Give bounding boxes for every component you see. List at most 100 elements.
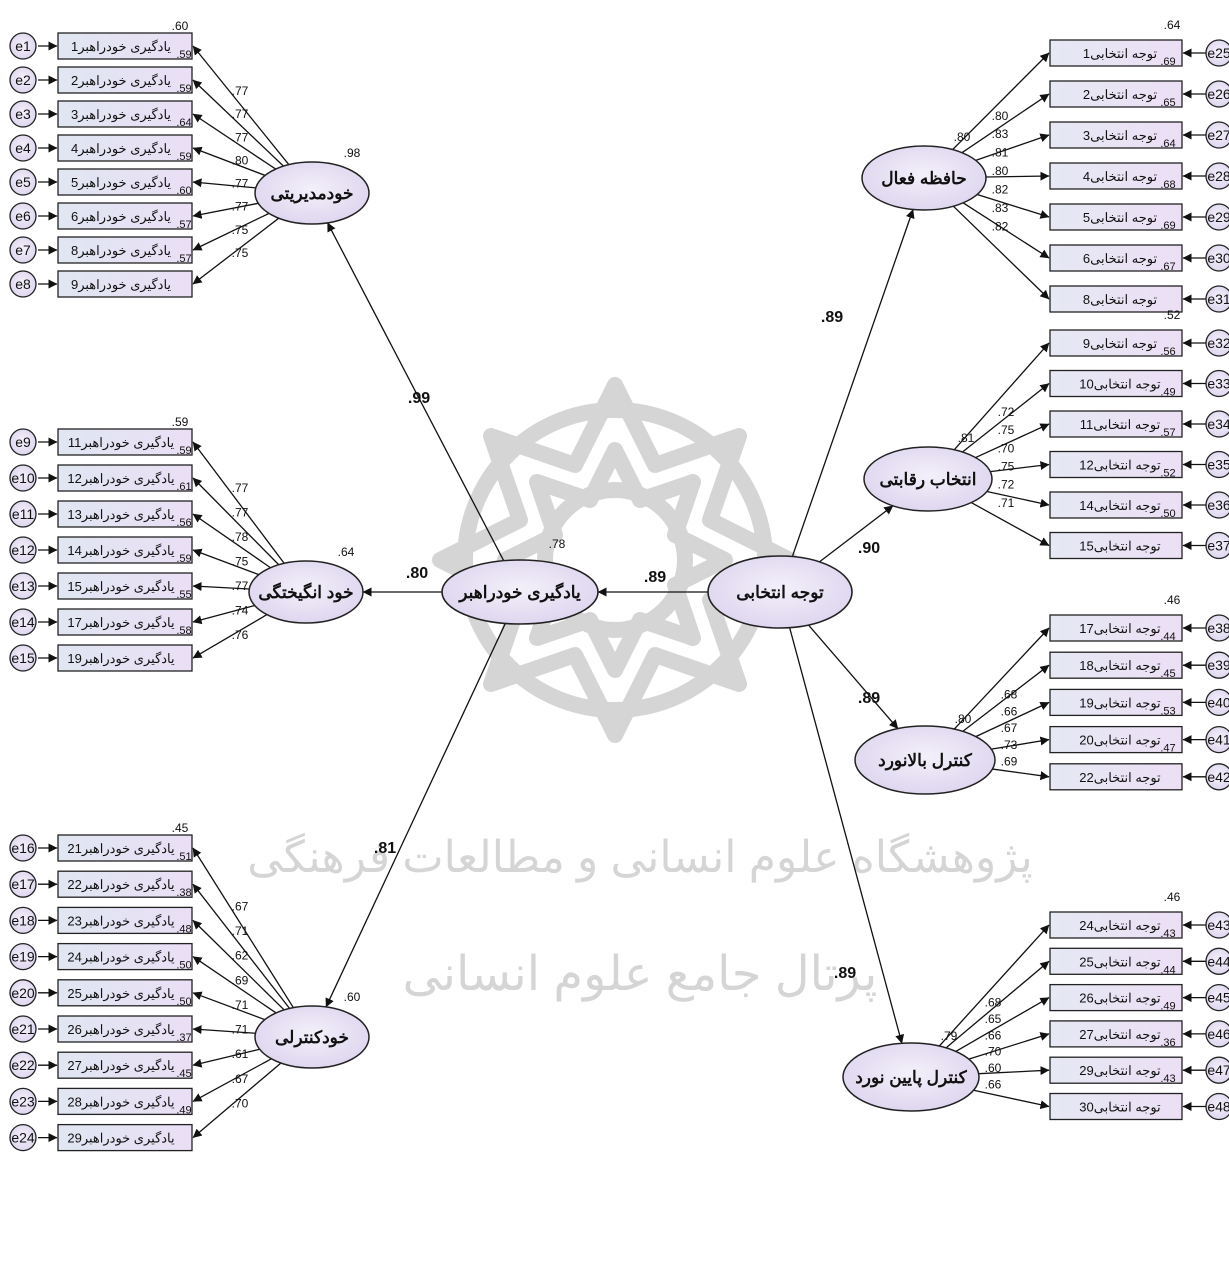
center-label: یادگیری خودراهبر xyxy=(457,582,581,603)
error-label: e27 xyxy=(1207,127,1229,143)
factor-r2: .60 xyxy=(344,990,361,1004)
indicator-box xyxy=(1049,369,1183,398)
indicator-label: توجه انتخابی19 xyxy=(1079,695,1161,711)
loading-label: .71 xyxy=(232,1023,249,1037)
indicator-r2: .52 xyxy=(1164,308,1181,322)
center-r2: .78 xyxy=(549,537,566,551)
indicator-box xyxy=(57,906,193,935)
indicator-box xyxy=(1049,1092,1183,1121)
loading-arrow xyxy=(976,193,1050,219)
indicator-label: توجه انتخابی22 xyxy=(1079,770,1161,786)
error-label: e28 xyxy=(1207,168,1229,184)
indicator-label: توجه انتخابی2 xyxy=(1083,87,1158,103)
loading-arrow xyxy=(975,423,1050,459)
error-term xyxy=(1205,688,1229,717)
error-term xyxy=(9,236,37,264)
indicator-box xyxy=(1049,329,1183,357)
indicator-box xyxy=(1049,244,1183,272)
loading-label: .75 xyxy=(232,554,249,568)
error-term xyxy=(9,168,37,196)
loading-arrow xyxy=(978,1066,1050,1076)
error-term xyxy=(9,1051,37,1079)
loading-arrow xyxy=(945,960,1050,1049)
loading-label: .62 xyxy=(232,949,249,963)
indicator-r2: .53 xyxy=(1160,705,1175,717)
latent-factor xyxy=(863,446,993,512)
indicator-box xyxy=(1049,531,1183,560)
loading-arrow xyxy=(991,736,1050,750)
indicator-box xyxy=(57,1087,193,1116)
error-term xyxy=(1205,369,1229,398)
indicator-label: توجه انتخابی3 xyxy=(1083,128,1158,144)
latent-factor xyxy=(248,560,364,624)
indicator-box xyxy=(57,644,193,672)
error-label: e13 xyxy=(11,578,35,594)
error-term xyxy=(1205,450,1229,479)
indicator-r2: .65 xyxy=(1160,97,1175,109)
indicator-r2: .44 xyxy=(1160,964,1175,976)
factor-label: خود انگیختگی xyxy=(258,582,353,603)
error-label: e33 xyxy=(1207,376,1229,392)
loading-arrow xyxy=(192,847,294,1009)
error-label: e36 xyxy=(1207,497,1229,513)
loading-label: .68 xyxy=(1001,688,1018,702)
indicator-r2: .56 xyxy=(1160,346,1175,358)
factor-r2: .98 xyxy=(344,146,361,160)
error-term xyxy=(1205,244,1229,272)
error-label: e48 xyxy=(1207,1099,1229,1115)
error-term xyxy=(9,942,37,971)
loading-label: .66 xyxy=(985,1028,1002,1042)
loading-arrow xyxy=(990,461,1050,473)
error-term xyxy=(9,66,37,94)
indicator-label: یادگیری خودراهبر9 xyxy=(71,277,171,293)
indicator-r2: .49 xyxy=(1160,387,1175,399)
indicator-label: توجه انتخابی14 xyxy=(1079,498,1161,514)
factor-label: خودمدیریتی xyxy=(270,184,353,204)
loading-label: .68 xyxy=(985,996,1002,1010)
loading-label: .81 xyxy=(992,146,1009,160)
indicator-r2: .57 xyxy=(1160,427,1175,439)
indicator-label: یادگیری خودراهبر12 xyxy=(67,471,175,487)
error-term xyxy=(1205,491,1229,519)
watermark: پژوهشگاه علوم انسانی و مطالعات فرهنگی پر… xyxy=(247,377,1033,1002)
indicator-box xyxy=(57,536,193,564)
error-term xyxy=(1205,531,1229,560)
loading-label: .75 xyxy=(998,423,1015,437)
error-label: e14 xyxy=(11,614,35,630)
indicator-label: یادگیری خودراهبر14 xyxy=(67,543,175,559)
loading-label: .77 xyxy=(232,200,249,214)
error-term xyxy=(9,464,37,492)
factor-label: حافظه فعال xyxy=(881,169,966,188)
path-coefficient: .90 xyxy=(858,540,880,557)
error-label: e37 xyxy=(1207,538,1229,554)
loading-arrow xyxy=(953,627,1050,730)
loading-label: .77 xyxy=(232,130,249,144)
factor-label: کنترل بالانورد xyxy=(878,751,973,771)
error-term xyxy=(1205,1056,1229,1084)
indicator-box xyxy=(1049,162,1183,190)
error-label: e1 xyxy=(15,38,31,54)
error-term xyxy=(1205,614,1229,642)
error-label: e34 xyxy=(1207,416,1229,432)
factor-label: خودکنترلی xyxy=(275,1028,349,1048)
indicator-label: توجه انتخابی9 xyxy=(1083,336,1158,352)
factor-r2: .81 xyxy=(958,431,975,445)
error-term xyxy=(1205,911,1229,939)
loading-label: .76 xyxy=(232,628,249,642)
center-construct xyxy=(441,559,599,625)
indicator-label: توجه انتخابی5 xyxy=(1083,210,1158,226)
error-term xyxy=(1205,651,1229,679)
indicator-label: یادگیری خودراهبر8 xyxy=(71,243,171,259)
indicator-label: یادگیری خودراهبر11 xyxy=(68,435,175,451)
loading-arrow xyxy=(192,45,290,166)
indicator-label: یادگیری خودراهبر6 xyxy=(71,209,171,225)
indicator-label: یادگیری خودراهبر5 xyxy=(71,175,171,191)
indicator-r2: .44 xyxy=(1160,631,1175,643)
indicator-r2: .60 xyxy=(176,185,191,197)
path-coefficient: .80 xyxy=(406,565,428,582)
loading-label: .77 xyxy=(232,481,249,495)
path-arrow xyxy=(325,623,506,1008)
loading-arrow xyxy=(962,382,1050,453)
indicator-r2: .46 xyxy=(1164,890,1181,904)
loading-arrow xyxy=(952,52,1050,151)
